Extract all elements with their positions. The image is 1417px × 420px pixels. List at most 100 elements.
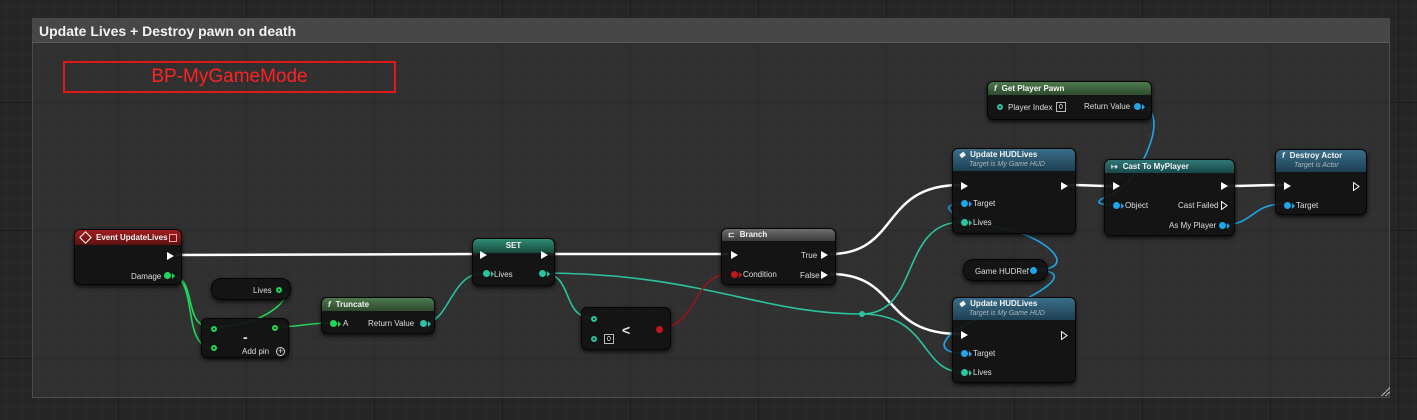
destroy-actor-subtitle: Target is Actor	[1294, 162, 1339, 169]
less-than-b-value[interactable]: 0	[604, 334, 614, 344]
update-hud-bottom-exec-in-pin[interactable]	[961, 331, 968, 339]
update-hud-top-lives-pin[interactable]	[961, 219, 968, 226]
branch-false-label: False	[800, 271, 820, 280]
game-hud-ref-pin[interactable]	[1030, 267, 1037, 274]
cast-exec-in-pin[interactable]	[1113, 182, 1120, 190]
comment-title: Update Lives + Destroy pawn on death	[39, 23, 297, 39]
update-hud-lives-top-subtitle: Target is My Game HUD	[969, 161, 1045, 168]
truncate-return-pin[interactable]	[420, 320, 427, 327]
set-exec-out-pin[interactable]	[541, 251, 548, 259]
update-hud-bottom-target-pin[interactable]	[961, 350, 968, 357]
function-icon: ◆	[959, 299, 966, 308]
set-title: SET	[505, 241, 522, 250]
pin-arrow-icon	[1121, 203, 1124, 209]
less-than-a-pin[interactable]	[591, 316, 597, 322]
branch-condition-pin[interactable]	[731, 271, 738, 278]
annotation-text: BP-MyGameMode	[151, 66, 308, 87]
branch-header[interactable]: ⊏Branch	[722, 229, 835, 241]
update-hud-top-lives-label: Lives	[973, 218, 992, 227]
update-hud-lives-top-title: Update HUDLives	[970, 150, 1038, 159]
event-node-header[interactable]: Event UpdateLives	[75, 230, 181, 245]
comment-resize-grip[interactable]	[1380, 386, 1390, 396]
update-hud-lives-top-header[interactable]: ◆Update HUDLives Target is My Game HUD	[953, 149, 1075, 171]
update-hud-top-exec-in-pin[interactable]	[961, 182, 968, 190]
update-hud-lives-top-node[interactable]: ◆Update HUDLives Target is My Game HUD T…	[952, 148, 1076, 234]
damage-pin[interactable]	[164, 272, 171, 279]
add-pin-label[interactable]: Add pin	[242, 347, 270, 356]
pin-arrow-icon	[969, 201, 972, 207]
lives-getter-label: Lives	[253, 286, 272, 295]
less-than-node[interactable]: 0 <	[581, 307, 671, 350]
player-index-value[interactable]: 0	[1056, 102, 1066, 112]
subtract-output-pin[interactable]	[272, 325, 278, 331]
branch-exec-in-pin[interactable]	[731, 251, 738, 259]
pin-arrow-icon	[338, 321, 341, 327]
cast-object-pin[interactable]	[1113, 202, 1120, 209]
update-hud-top-exec-out-pin[interactable]	[1061, 182, 1068, 190]
pin-arrow-icon	[172, 273, 175, 279]
cast-exec-out-pin[interactable]	[1221, 182, 1228, 190]
set-header[interactable]: SET	[473, 239, 554, 253]
update-hud-lives-bottom-node[interactable]: ◆Update HUDLives Target is My Game HUD T…	[952, 297, 1076, 383]
lives-getter-pin[interactable]	[276, 287, 282, 293]
branch-node[interactable]: ⊏Branch Condition True False	[721, 228, 836, 285]
lives-getter-node[interactable]: Lives	[211, 278, 291, 300]
player-index-label: Player Index	[1008, 103, 1053, 112]
update-hud-top-target-label: Target	[973, 199, 996, 208]
function-icon: f	[328, 300, 331, 309]
subtract-input-a-pin[interactable]	[211, 326, 217, 332]
get-player-pawn-return-pin[interactable]	[1134, 103, 1141, 110]
update-hud-bottom-lives-label: Lives	[973, 368, 992, 377]
comment-header[interactable]: Update Lives + Destroy pawn on death	[32, 18, 1390, 43]
branch-icon: ⊏	[728, 230, 735, 239]
less-than-operator: <	[622, 322, 631, 338]
player-index-pin[interactable]	[997, 104, 1003, 110]
branch-false-pin[interactable]	[821, 271, 828, 279]
cast-to-myplayer-node[interactable]: ↦Cast To MyPlayer Object Cast Failed As …	[1104, 159, 1235, 236]
update-hud-bottom-lives-pin[interactable]	[961, 369, 968, 376]
subtract-operator: -	[243, 329, 248, 345]
annotation-box: BP-MyGameMode	[63, 61, 396, 93]
cast-header[interactable]: ↦Cast To MyPlayer	[1105, 160, 1234, 173]
get-player-pawn-return-label: Return Value	[1084, 102, 1131, 111]
game-hud-ref-node[interactable]: Game HUDRef	[963, 259, 1048, 281]
less-than-return-pin[interactable]	[656, 326, 663, 333]
event-icon	[79, 231, 92, 245]
pin-arrow-icon	[969, 220, 972, 226]
as-my-player-pin[interactable]	[1219, 222, 1226, 229]
damage-pin-label: Damage	[131, 272, 162, 281]
exec-out-pin[interactable]	[167, 252, 174, 260]
update-hud-lives-bottom-title: Update HUDLives	[970, 299, 1038, 308]
cast-failed-label: Cast Failed	[1178, 201, 1219, 210]
destroy-exec-out-pin[interactable]	[1353, 181, 1360, 192]
add-pin-icon[interactable]: +	[276, 346, 285, 356]
update-hud-bottom-exec-out-pin[interactable]	[1061, 330, 1068, 341]
update-hud-top-target-pin[interactable]	[961, 200, 968, 207]
cast-failed-pin[interactable]	[1221, 200, 1228, 211]
truncate-a-label: A	[343, 319, 349, 328]
update-hud-lives-bottom-header[interactable]: ◆Update HUDLives Target is My Game HUD	[953, 298, 1075, 320]
less-than-b-pin[interactable]	[591, 336, 597, 342]
subtract-input-b-pin[interactable]	[211, 345, 217, 351]
event-update-lives-node[interactable]: Event UpdateLives Damage	[74, 229, 182, 285]
destroy-target-pin[interactable]	[1284, 202, 1291, 209]
set-lives-node[interactable]: SET Lives	[472, 238, 555, 286]
subtract-node[interactable]: - Add pin +	[201, 318, 289, 358]
delegate-pin-icon[interactable]	[169, 234, 177, 242]
pin-arrow-icon	[428, 321, 431, 327]
set-lives-out-pin[interactable]	[539, 270, 546, 277]
set-exec-in-pin[interactable]	[480, 251, 487, 259]
branch-true-pin[interactable]	[821, 251, 828, 259]
destroy-target-label: Target	[1296, 201, 1319, 210]
destroy-exec-in-pin[interactable]	[1284, 182, 1291, 190]
pin-arrow-icon	[969, 370, 972, 376]
truncate-a-pin[interactable]	[330, 320, 337, 327]
destroy-actor-title: Destroy Actor	[1289, 151, 1343, 160]
set-lives-in-pin[interactable]	[483, 270, 490, 277]
